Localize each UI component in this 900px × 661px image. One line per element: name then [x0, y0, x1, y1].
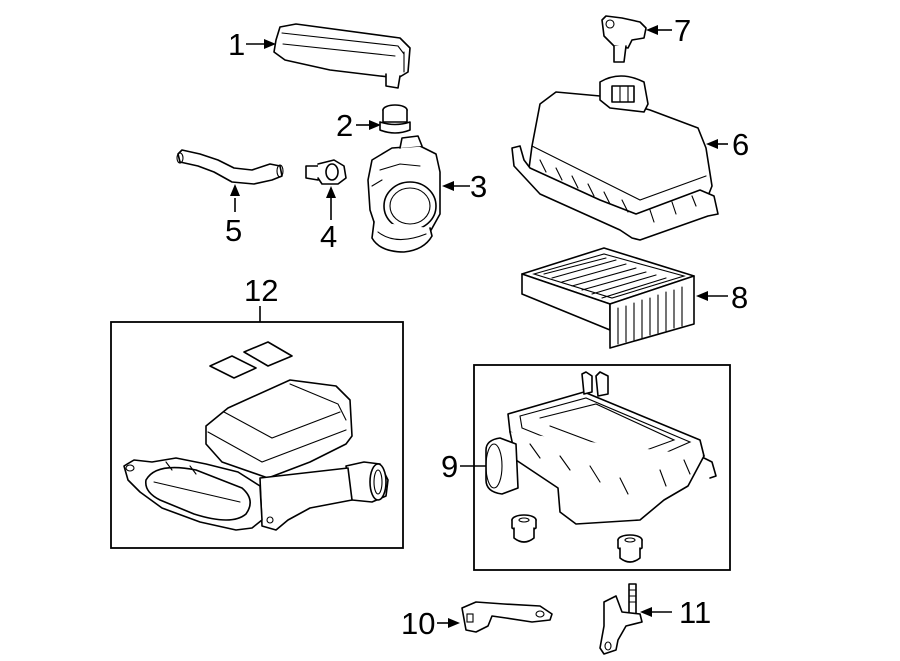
- part-11-stud-bracket: [599, 583, 643, 655]
- part-9-air-cleaner-case: [485, 371, 717, 563]
- callout-11: 11: [640, 595, 711, 630]
- callout-9: 9: [441, 449, 486, 484]
- callout-label-11: 11: [679, 595, 711, 630]
- callout-label-2: 2: [336, 108, 353, 143]
- part-1-resonator: [273, 23, 411, 89]
- part-5-hose: [176, 149, 284, 185]
- callout-label-3: 3: [470, 169, 487, 204]
- callout-3: 3: [442, 169, 487, 204]
- callout-8: 8: [696, 280, 748, 315]
- callout-label-9: 9: [441, 449, 458, 484]
- part-4-sensor: [305, 159, 347, 185]
- callout-label-8: 8: [731, 280, 748, 315]
- callout-label-10: 10: [401, 606, 435, 641]
- part-6-air-cleaner-cap: [511, 75, 719, 241]
- callout-label-4: 4: [320, 219, 337, 254]
- callout-label-7: 7: [674, 13, 691, 48]
- part-12-intake-assembly: [123, 341, 389, 531]
- callout-5: 5: [225, 184, 242, 248]
- callout-7: 7: [646, 13, 691, 48]
- callout-12: 12: [244, 273, 278, 322]
- callout-2: 2: [336, 108, 381, 143]
- callout-label-6: 6: [732, 127, 749, 162]
- part-10-bracket: [461, 601, 553, 633]
- part-8-air-filter: [521, 247, 695, 349]
- callout-1: 1: [228, 27, 276, 62]
- callout-label-5: 5: [225, 213, 242, 248]
- part-9-frame: [473, 364, 731, 571]
- callout-6: 6: [706, 127, 749, 162]
- part-7-mass-airflow-sensor: [601, 15, 647, 63]
- part-3-inlet-duct: [367, 135, 441, 253]
- part-2-plug: [379, 104, 411, 134]
- part-12-frame: [110, 321, 404, 549]
- callout-4: 4: [320, 186, 337, 254]
- callout-10: 10: [401, 606, 460, 641]
- callout-label-1: 1: [228, 27, 245, 62]
- callout-label-12: 12: [244, 273, 278, 308]
